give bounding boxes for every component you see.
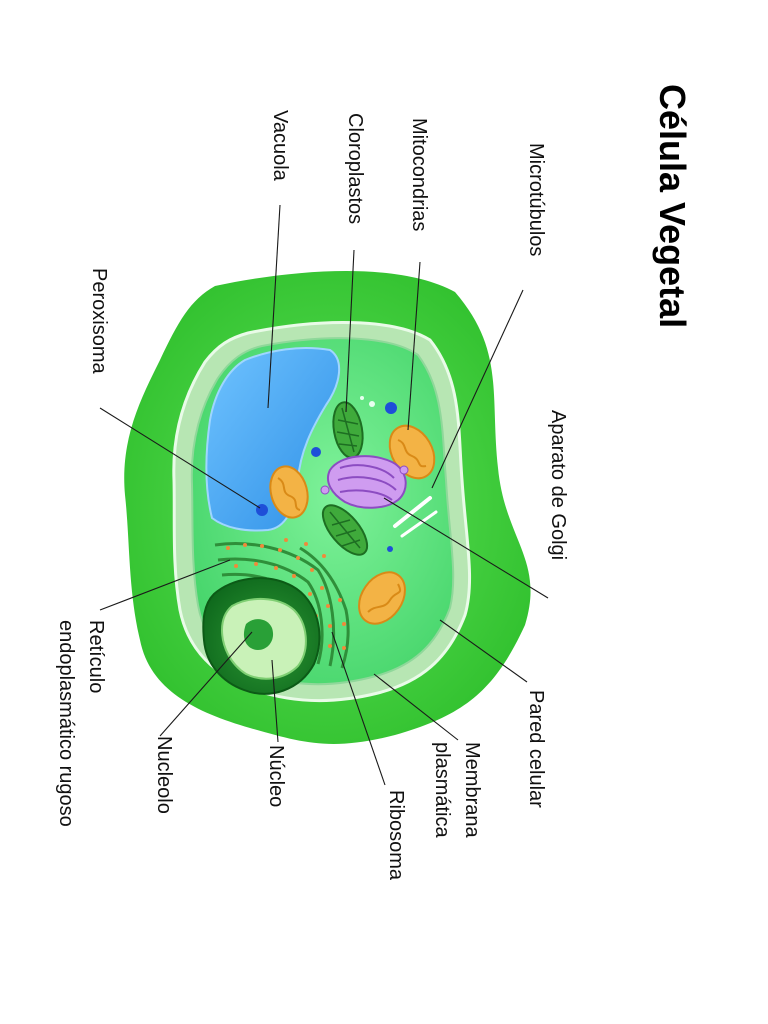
label-nucleolo: Nucleolo: [153, 736, 175, 814]
label-peroxisoma: Peroxisoma: [88, 268, 110, 374]
label-microtubulos: Microtúbulos: [525, 143, 547, 256]
label-pared-celular: Pared celular: [525, 690, 547, 808]
nucleolus: [243, 619, 274, 650]
leader-lines: [99, 204, 549, 786]
vesicle: [311, 447, 321, 457]
label-nucleo: Núcleo: [265, 745, 287, 807]
label-vacuola: Vacuola: [269, 110, 291, 182]
label-reticulo: Retículo: [85, 620, 107, 693]
label-aparato-golgi: Aparato de Golgi: [547, 410, 569, 560]
label-endoplasmatico-rugoso: endoplasmático rugoso: [55, 620, 77, 827]
diagram-title: Célula Vegetal: [652, 84, 693, 328]
vesicle: [360, 396, 364, 400]
label-cloroplastos: Cloroplastos: [344, 113, 366, 224]
label-membrana: Membrana: [461, 742, 483, 838]
vesicle: [385, 402, 397, 414]
mitochondrion: [269, 465, 309, 519]
microtubules: [393, 496, 438, 538]
label-mitocondrias: Mitocondrias: [408, 118, 430, 231]
vesicle: [369, 401, 375, 407]
golgi-apparatus: [320, 455, 409, 509]
label-plasmatica: plasmática: [431, 742, 453, 838]
chloroplast: [321, 504, 369, 556]
label-ribosoma: Ribosoma: [385, 790, 407, 881]
mitochondrion: [358, 571, 406, 625]
chloroplast: [332, 401, 364, 459]
peroxisome: [256, 504, 268, 516]
mitochondrion: [388, 424, 436, 480]
vesicle: [387, 546, 393, 552]
